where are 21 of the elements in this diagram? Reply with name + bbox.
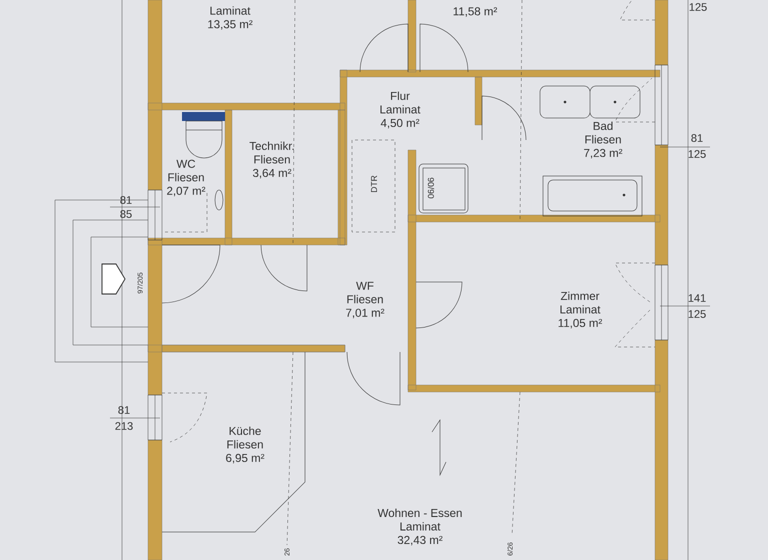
fixture-label: 90/90 xyxy=(428,178,434,198)
room-label: WF Fliesen 7,01 m² xyxy=(346,282,384,318)
room-label: Wohnen - Essen Laminat 32,43 m² xyxy=(378,508,462,546)
dimension-label: 125 xyxy=(688,310,706,318)
room-label: 11,58 m² xyxy=(454,7,498,17)
dimension-label: 81 xyxy=(691,134,703,142)
room-label: Bad Fliesen 7,23 m² xyxy=(584,122,622,158)
dimension-label: 85 xyxy=(120,210,132,218)
dimension-label: 81 xyxy=(120,196,132,204)
room-label: WC Fliesen 2,07 m² xyxy=(167,160,206,196)
dimension-label: 141 xyxy=(688,294,706,302)
dimension-label: 125 xyxy=(688,150,706,158)
fixture-label: DTR xyxy=(371,176,377,192)
room-label: Küche Fliesen 6,95 m² xyxy=(226,426,264,464)
room-label: Laminat 13,35 m² xyxy=(208,6,252,30)
room-label: Zimmer Laminat 11,05 m² xyxy=(558,292,602,328)
dimension-label: 125 xyxy=(690,3,707,11)
room-label: Technikr. Fliesen 3,64 m² xyxy=(250,142,294,178)
dimension-label: 213 xyxy=(115,422,133,430)
room-label: Flur Laminat 4,50 m² xyxy=(380,92,420,128)
dimension-label: 81 xyxy=(118,406,130,414)
